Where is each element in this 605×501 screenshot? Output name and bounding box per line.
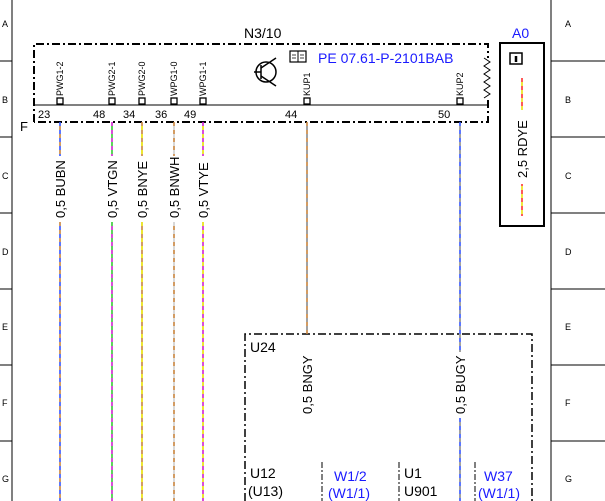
pin-number-7: 50	[438, 109, 450, 121]
label-u12: U12	[250, 465, 276, 481]
row-labels: A A B B C C D D E E F F G G	[2, 19, 572, 484]
pin-number-2: 48	[93, 109, 105, 121]
wires-group: 0,5 BUBN 0,5 VTGN 0,5 BNYE 0,5 BNWH 0,5 VTYE…	[52, 122, 468, 501]
connector-box	[33, 43, 489, 123]
pins-group: PWG1-2 23 PWG2-1 48 PWG2-0 34 WPG1-0 36 WPG1-1 49…	[38, 61, 465, 121]
row-label-c-left: C	[2, 171, 9, 181]
ground-label: F	[20, 119, 28, 134]
wire-label-1: 0,5 BUBN	[53, 160, 68, 218]
pin-terminal-5	[199, 97, 207, 105]
row-label-f-right: F	[565, 398, 571, 408]
row-label-f-left: F	[2, 398, 8, 408]
wire-label-bg-1	[52, 156, 66, 222]
reference-code[interactable]: PE 07.61-P-2101BAB	[318, 50, 453, 66]
row-label-e-right: E	[565, 322, 571, 332]
row-label-d-left: D	[2, 247, 9, 257]
row-label-g-left: G	[2, 474, 9, 484]
label-u13: (U13)	[248, 483, 283, 499]
pin-terminal-7	[456, 97, 464, 105]
wire-label-bg-5	[195, 156, 209, 222]
row-label-d-right: D	[565, 247, 572, 257]
pin-name-2: PWG2-1	[107, 61, 117, 96]
pin-number-3: 34	[123, 109, 135, 121]
label-u1: U1	[404, 465, 422, 481]
connector-name: N3/10	[244, 25, 282, 41]
row-label-g-right: G	[565, 474, 572, 484]
info-icon	[509, 52, 523, 65]
book-reference-icon	[289, 50, 307, 63]
pin-name-6: KUP1	[302, 72, 312, 96]
row-label-c-right: C	[565, 171, 572, 181]
a0-wire-label: 2,5 RDYE	[515, 120, 530, 178]
pin-number-4: 36	[155, 109, 167, 121]
wire-label-3: 0,5 BNYE	[135, 161, 150, 218]
label-u901: U901	[404, 483, 438, 499]
pin-name-5: WPG1-1	[198, 61, 208, 96]
label-w11-a[interactable]: (W1/1)	[328, 485, 370, 501]
wire-label-4: 0,5 BNWH	[167, 157, 182, 218]
wire-label-6: 0,5 BNGY	[300, 355, 315, 414]
pin-terminal-6	[303, 97, 311, 105]
pin-terminal-1	[56, 97, 64, 105]
label-w37[interactable]: W37	[484, 468, 513, 484]
a0-wire-label-bg	[515, 110, 529, 184]
pin-terminal-2	[108, 97, 116, 105]
wire-label-7: 0,5 BUGY	[453, 355, 468, 414]
pin-number-5: 49	[184, 109, 196, 121]
row-label-e-left: E	[2, 322, 8, 332]
wire-label-bg-3	[134, 156, 148, 222]
row-label-a-right: A	[565, 19, 571, 29]
break-mark	[483, 57, 491, 99]
wire-label-bg-2	[104, 156, 118, 222]
pin-name-7: KUP2	[455, 72, 465, 96]
wire-label-5: 0,5 VTYE	[196, 162, 211, 218]
row-label-a-left: A	[2, 19, 8, 29]
transistor-icon	[254, 57, 277, 87]
row-label-b-right: B	[565, 95, 571, 105]
wire-label-bg-4	[166, 156, 180, 222]
pin-number-6: 44	[285, 109, 297, 121]
row-ticks	[0, 60, 605, 442]
wire-label-2: 0,5 VTGN	[105, 160, 120, 218]
pin-name-1: PWG1-2	[55, 61, 65, 96]
pin-name-3: PWG2-0	[137, 61, 147, 96]
u24-label: U24	[250, 339, 276, 355]
label-w11-b[interactable]: (W1/1)	[478, 485, 520, 501]
wire-label-bg-7	[452, 352, 466, 418]
wire-label-bg-6	[299, 352, 313, 418]
u24-box	[244, 333, 533, 501]
pin-name-4: WPG1-0	[169, 61, 179, 96]
label-w12[interactable]: W1/2	[334, 468, 367, 484]
pin-terminal-4	[170, 97, 178, 105]
module-a0-label: A0	[512, 25, 529, 41]
row-label-b-left: B	[2, 95, 8, 105]
pin-terminal-3	[138, 97, 146, 105]
pin-number-1: 23	[38, 109, 50, 121]
